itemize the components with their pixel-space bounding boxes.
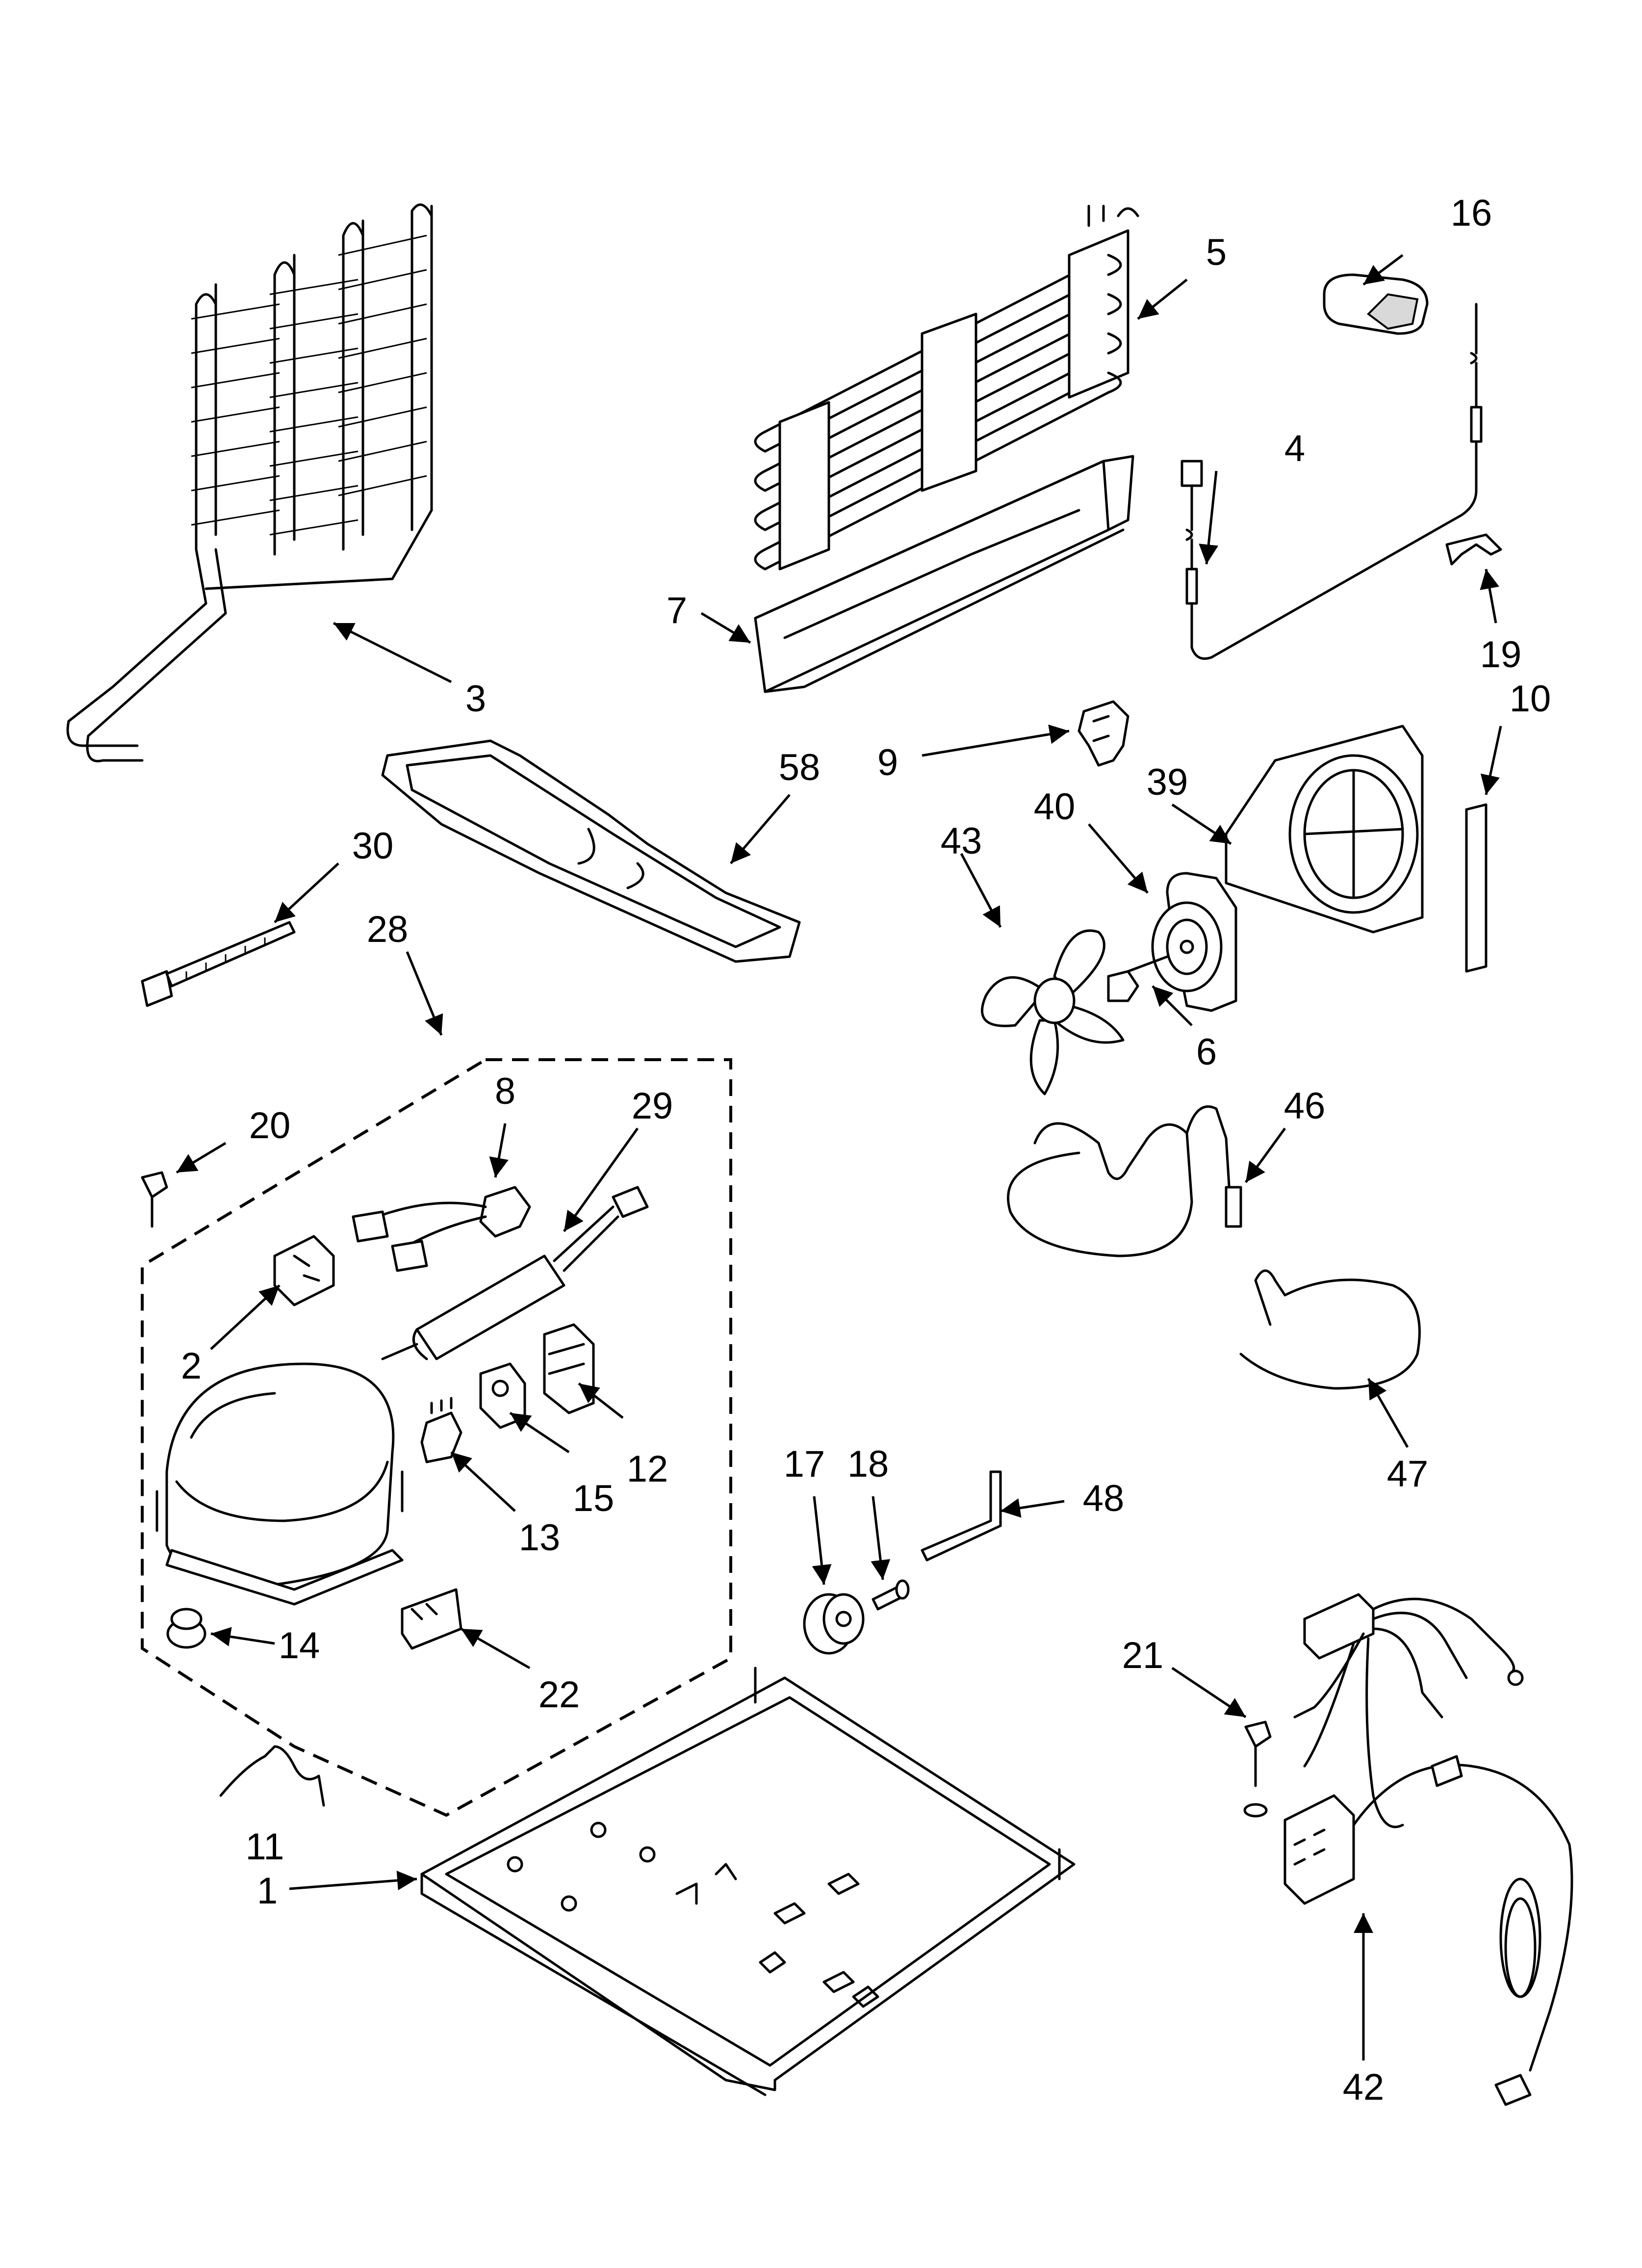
compressor [155, 1362, 404, 1606]
clip [1445, 533, 1502, 566]
callout-6: 6 [1196, 1031, 1217, 1073]
evaporator-tray [754, 455, 1134, 693]
callout-29: 29 [632, 1085, 673, 1127]
main-wire-harness [1283, 1593, 1573, 2106]
callout-5: 5 [1206, 232, 1227, 273]
screw-small [141, 1171, 168, 1228]
callout-39: 39 [1147, 761, 1188, 803]
callout-16: 16 [1451, 192, 1492, 234]
run-capacitor [401, 1588, 462, 1650]
callout-19: 19 [1480, 634, 1522, 676]
callout-leaders [176, 254, 1502, 2060]
callout-22: 22 [539, 1674, 580, 1716]
screw [1107, 955, 1169, 1002]
start-relay [273, 1235, 335, 1306]
fan-shroud [1225, 725, 1424, 934]
filter-drier [381, 1186, 649, 1360]
callout-58: 58 [779, 747, 821, 788]
callout-11: 11 [246, 1826, 284, 1868]
fan-blade [981, 929, 1125, 1095]
callout-46: 46 [1284, 1085, 1326, 1127]
condenser-coil [66, 203, 433, 762]
callout-21: 21 [1122, 1635, 1164, 1676]
drain-pan [381, 739, 801, 963]
callout-17: 17 [784, 1443, 825, 1485]
wire-harness-short [1239, 1269, 1421, 1390]
compressor-assembly-boundary [141, 1058, 732, 1817]
terminal-block [420, 1397, 462, 1463]
drain-tube [1007, 1105, 1242, 1257]
wire-clip [219, 1745, 325, 1807]
callout-40: 40 [1034, 786, 1076, 828]
callout-7: 7 [667, 590, 687, 631]
callout-14: 14 [279, 1625, 320, 1667]
callout-1: 1 [257, 1870, 278, 1912]
callout-10: 10 [1510, 678, 1551, 720]
cable-tie [141, 921, 296, 1007]
roller [803, 1593, 865, 1655]
foam-strip [1465, 803, 1488, 973]
grommet [166, 1608, 206, 1649]
insulation-pad [1323, 273, 1429, 335]
callout-4: 4 [1284, 428, 1305, 469]
callout-47: 47 [1387, 1453, 1429, 1495]
callout-3: 3 [465, 678, 486, 720]
callout-30: 30 [352, 825, 394, 867]
overload-cover [543, 1323, 595, 1414]
callout-8: 8 [495, 1070, 515, 1112]
callout-42: 42 [1343, 2066, 1385, 2108]
evaporator-coil [754, 205, 1139, 571]
callout-9: 9 [877, 742, 898, 783]
callout-43: 43 [941, 820, 982, 862]
axle-pin [872, 1579, 910, 1611]
base-frame [420, 1667, 1076, 2096]
callout-18: 18 [847, 1443, 889, 1485]
relay-wire [352, 1186, 531, 1272]
screw-washer [1243, 1721, 1272, 1818]
callout-labels: 3 4 5 16 7 19 10 9 39 40 43 6 58 30 28 4… [181, 192, 1551, 2108]
callout-28: 28 [367, 909, 409, 950]
callout-20: 20 [249, 1105, 291, 1147]
bent-tube [921, 1470, 1002, 1562]
callout-12: 12 [627, 1448, 668, 1490]
thermistor-wire [1180, 303, 1483, 660]
callout-2: 2 [181, 1345, 202, 1387]
callout-15: 15 [573, 1478, 615, 1519]
fan-motor [1151, 872, 1237, 1012]
callout-48: 48 [1083, 1478, 1125, 1519]
callout-13: 13 [519, 1517, 561, 1559]
bracket [1078, 700, 1129, 767]
